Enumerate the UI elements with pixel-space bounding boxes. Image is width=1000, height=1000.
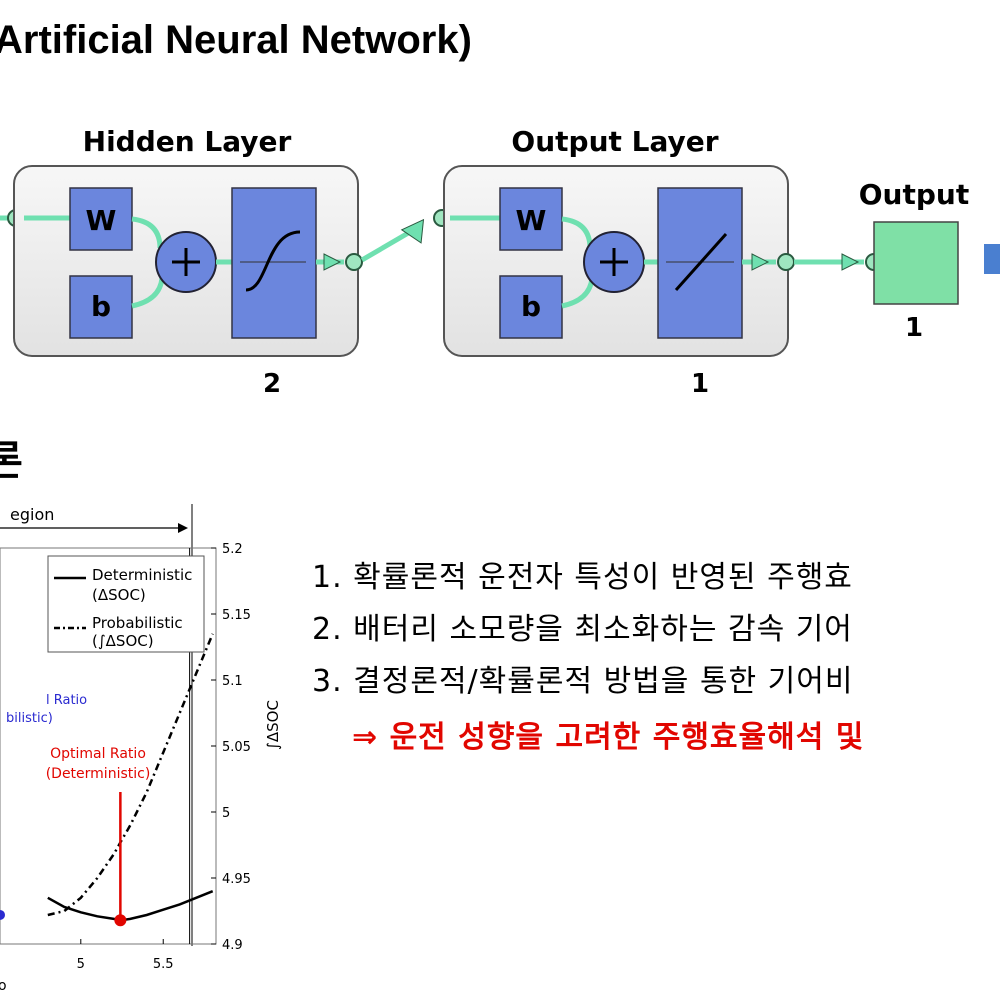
right-axis-tick-label: 5.05 (222, 740, 251, 755)
hidden-bias-label: b (91, 290, 111, 323)
annotation-det-line2: (Deterministic) (46, 766, 151, 782)
legend-probabilistic-label: Probabilistic (92, 614, 183, 632)
hidden-weight-label: W (86, 204, 117, 237)
region-label: egion (10, 505, 54, 524)
linear-transfer-icon (674, 233, 728, 291)
right-axis-tick-label: 5.15 (222, 608, 251, 623)
hidden-layer-label: Hidden Layer (83, 125, 292, 158)
page-title: Artificial Neural Network) (0, 18, 472, 62)
probabilistic-series-line (47, 633, 214, 917)
annotation-prob-line1: l Ratio (46, 693, 87, 708)
x-axis-tick-label: 5 (77, 957, 85, 972)
legend-deterministic-sub: (ΔSOC) (92, 586, 146, 604)
right-axis-label: ∫ΔSOC (264, 700, 282, 750)
sigmoid-block (231, 187, 317, 339)
text-line-3: 3. 결정론적/확률론적 방법을 통한 기어비 (312, 664, 854, 699)
legend-probabilistic-sub: (∫ΔSOC) (92, 632, 154, 650)
network-diagram: Hidden Layer W b 2 Output Layer W b 1 Ou… (0, 125, 1000, 399)
deterministic-series-line (47, 890, 214, 922)
output-layer-size: 1 (691, 369, 709, 399)
x-axis-label-fragment: o (0, 978, 7, 994)
annotation-det-line1: Optimal Ratio (50, 746, 146, 762)
output-layer-label: Output Layer (511, 125, 718, 158)
output-bias-block (499, 275, 563, 339)
optimal-det-point (114, 914, 127, 927)
text-line-2: 2. 배터리 소모량을 최소화하는 감속 기어 (312, 612, 853, 647)
right-axis-tick-label: 5.2 (222, 542, 243, 557)
right-axis-tick-label: 5 (222, 806, 230, 821)
right-axis-tick-label: 4.9 (222, 938, 243, 953)
next-arrow-fragment (984, 244, 1000, 274)
optimal-prob-point (0, 909, 5, 920)
hidden-weight-block (69, 187, 133, 251)
annotation-prob-line2: bilistic) (6, 711, 53, 726)
output-box (873, 221, 959, 305)
conclusion-line: ⇒ 운전 성향을 고려한 주행효율해석 및 (352, 720, 865, 755)
legend-box (47, 555, 205, 653)
output-bias-label: b (521, 290, 541, 323)
sigmoid-curve-icon (245, 230, 301, 292)
output-weight-label: W (516, 204, 547, 237)
output-weight-block (499, 187, 563, 251)
hidden-layer-size: 2 (263, 369, 281, 399)
x-axis-tick-label: 5.5 (153, 957, 174, 972)
output-label: Output (859, 178, 969, 211)
text-line-1: 1. 확률론적 운전자 특성이 반영된 주행효 (312, 560, 853, 595)
legend-deterministic-label: Deterministic (92, 566, 192, 584)
section-heading: 론 (0, 438, 23, 484)
right-axis-tick-label: 5.1 (222, 674, 243, 689)
region-arrow-head (178, 523, 188, 533)
hidden-bias-block (69, 275, 133, 339)
right-axis: 5.2 5.15 5.1 5.05 5 4.95 4.9 (211, 542, 251, 953)
output-size: 1 (905, 313, 923, 343)
right-axis-tick-label: 4.95 (222, 872, 251, 887)
